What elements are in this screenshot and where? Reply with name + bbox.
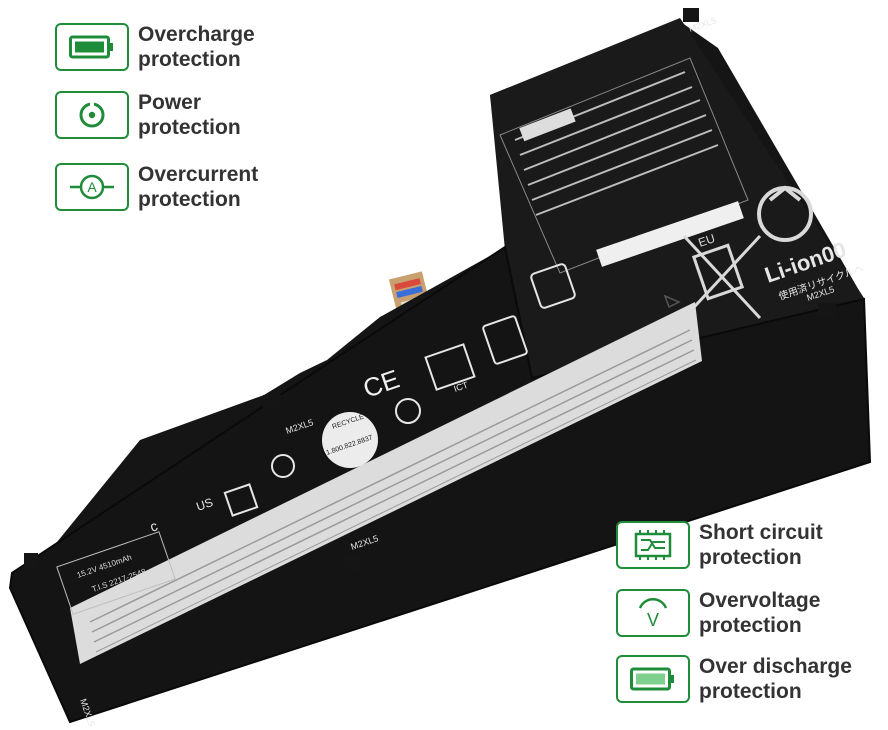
- warning-label: [70, 294, 702, 664]
- ul-c-mark: c: [148, 517, 160, 534]
- eu-label: EU: [696, 231, 716, 250]
- kc-mark: [530, 263, 576, 309]
- svg-text:A: A: [87, 179, 97, 195]
- s-mark: [482, 315, 528, 365]
- power-icon: [55, 91, 129, 139]
- voltmeter-icon: V: [616, 589, 690, 637]
- recycle-seal: [322, 412, 378, 468]
- model-label: [56, 531, 176, 615]
- ul-us-mark: US: [194, 495, 214, 514]
- china-mark: [271, 454, 295, 478]
- ict-label: ICT: [452, 380, 469, 394]
- recycle-box-mark: [223, 483, 259, 517]
- battery-full-icon: [55, 23, 129, 71]
- weee-bin-symbol: [682, 234, 762, 320]
- battery-info-label: [499, 57, 749, 274]
- epup-5-mark: [395, 398, 421, 424]
- svg-text:V: V: [647, 610, 659, 630]
- battery-low-icon: [616, 655, 690, 703]
- circuit-board-icon: [616, 521, 690, 569]
- recycle-symbol: [757, 185, 813, 242]
- ict-mark: [424, 343, 476, 391]
- ammeter-icon: A: [55, 163, 129, 211]
